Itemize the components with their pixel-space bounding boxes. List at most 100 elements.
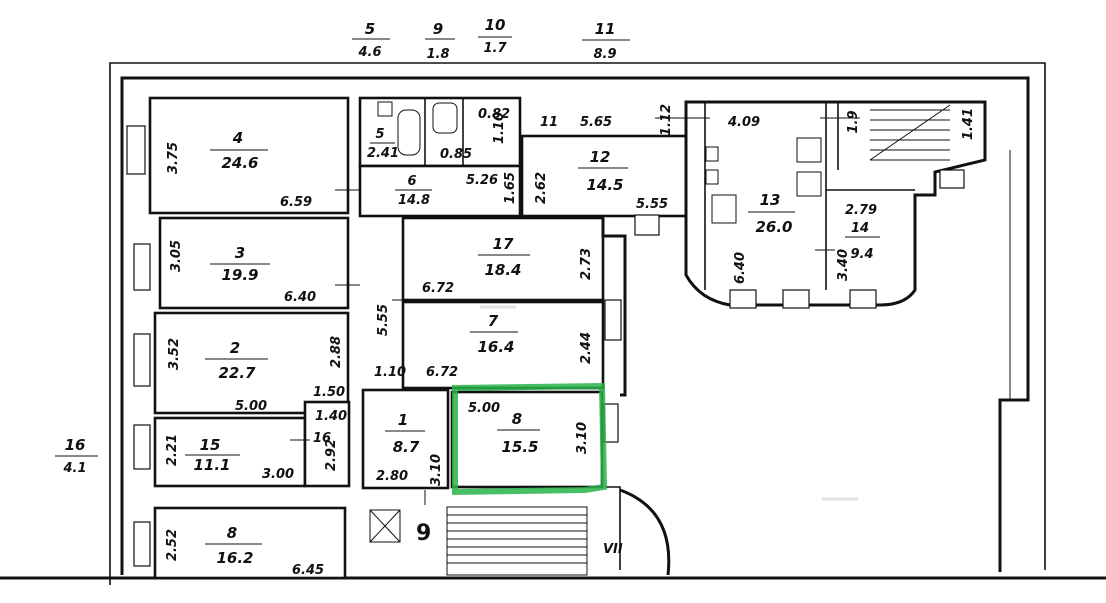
room-12 — [520, 134, 688, 218]
room-15-area: 11.1 — [193, 456, 230, 474]
dim-6-40-b: 6.40 — [733, 252, 748, 284]
watermark: — — — [478, 282, 860, 520]
room-2-area: 22.7 — [218, 364, 256, 382]
room-13-area: 26.0 — [755, 218, 792, 236]
svg-text:—: — — [820, 474, 860, 520]
dim-3-75: 3.75 — [166, 142, 181, 174]
room-7 — [401, 300, 605, 390]
top-label-area-9: 1.8 — [426, 47, 449, 62]
dim-1-9: 1.9 — [846, 110, 861, 133]
dim-2-88: 2.88 — [329, 336, 344, 368]
stair-label-9: 9 — [416, 521, 431, 546]
dim-3-40: 3.40 — [836, 249, 851, 281]
dim-5-55: 5.55 — [376, 304, 391, 336]
dim-5-00-b: 5.00 — [468, 401, 500, 416]
dim-1-40: 1.40 — [315, 409, 347, 424]
room-17-area: 18.4 — [484, 261, 521, 279]
dim-3-52: 3.52 — [167, 338, 182, 370]
stair-label-vii: VII — [603, 542, 623, 557]
dim-0-82: 0.82 — [478, 107, 510, 122]
room-labels: 4 24.6 3 19.9 2 22.7 15 11.1 8 16.2 5 2.… — [185, 127, 880, 567]
dim-2-21: 2.21 — [165, 434, 180, 466]
side-label-num: 16 — [65, 436, 86, 454]
top-label-num-10: 10 — [485, 16, 506, 34]
dim-6-45: 6.45 — [292, 563, 324, 578]
dim-1-10: 1.10 — [374, 365, 406, 380]
dim-2-62: 2.62 — [534, 172, 549, 204]
room-8-area: 15.5 — [501, 438, 538, 456]
room-3-area: 19.9 — [221, 266, 258, 284]
room-8-lower-num: 8 — [227, 524, 237, 542]
room-4-num: 4 — [232, 129, 243, 147]
dim-6-40-a: 6.40 — [284, 290, 316, 305]
dim-1-10-b: 1.10 — [492, 112, 507, 144]
stair-right — [869, 104, 951, 161]
dim-2-44: 2.44 — [579, 332, 594, 364]
side-label: 16 4.1 — [55, 436, 98, 476]
top-label-num-5: 5 — [365, 20, 375, 38]
room-4-area: 24.6 — [221, 154, 258, 172]
right-wing — [684, 100, 987, 309]
top-label-area-5: 4.6 — [357, 45, 381, 60]
room-8-lower — [153, 506, 347, 580]
room-12-area: 14.5 — [586, 176, 623, 194]
dim-6-72-b: 6.72 — [426, 365, 458, 380]
dim-5-55-b: 5.55 — [636, 197, 668, 212]
room-8-lower-area: 16.2 — [216, 549, 253, 567]
dim-0-85: 0.85 — [440, 147, 472, 162]
room-2-num: 2 — [230, 339, 240, 357]
room-8-num: 8 — [512, 410, 522, 428]
dim-4-09: 4.09 — [727, 115, 760, 130]
dim-5-26: 5.26 — [466, 173, 498, 188]
dimension-labels: 3.75 6.59 3.05 6.40 3.52 2.88 5.00 1.50 … — [165, 104, 976, 578]
dim-1-41: 1.41 — [961, 108, 976, 140]
dim-1-12: 1.12 — [659, 104, 674, 136]
left-windows — [126, 125, 151, 567]
room-17-num: 17 — [493, 235, 514, 253]
room-6-area: 14.8 — [398, 193, 430, 208]
room-14-area: 9.4 — [850, 247, 873, 262]
room-14-num: 14 — [851, 221, 869, 236]
dim-2-79: 2.79 — [845, 203, 877, 218]
dim-11: 11 — [540, 115, 558, 130]
top-label-num-9: 9 — [433, 20, 443, 38]
room-13-num: 13 — [760, 191, 781, 209]
room-7-num: 7 — [488, 312, 499, 330]
room-17 — [401, 216, 605, 302]
dim-3-10-a: 3.10 — [575, 422, 590, 454]
room-1 — [361, 388, 450, 490]
room-1-area: 8.7 — [393, 438, 420, 456]
room-6 — [358, 164, 522, 218]
dim-6-72-a: 6.72 — [422, 281, 454, 296]
dim-2-92: 2.92 — [324, 439, 339, 471]
top-label-num-11: 11 — [595, 20, 616, 38]
room-16-closet — [303, 400, 351, 488]
room-5-num: 5 — [375, 127, 384, 142]
room-4 — [148, 96, 350, 215]
room-8-highlight — [452, 382, 608, 496]
room-6-num: 6 — [407, 174, 416, 189]
dim-2-52: 2.52 — [165, 529, 180, 561]
dim-2-73: 2.73 — [579, 248, 594, 280]
room-2 — [153, 311, 350, 415]
dim-1-65: 1.65 — [503, 172, 518, 204]
room-8 — [450, 390, 604, 489]
top-labels: 5 4.6 9 1.8 10 1.7 11 8.9 — [352, 16, 630, 62]
room-3-num: 3 — [235, 244, 245, 262]
dim-5-00-a: 5.00 — [235, 399, 267, 414]
room-15 — [153, 416, 307, 488]
room-3 — [158, 216, 350, 310]
dim-16: 16 — [313, 431, 331, 446]
dim-5-65: 5.65 — [580, 115, 612, 130]
central-stair — [369, 506, 588, 576]
top-label-area-11: 8.9 — [593, 47, 616, 62]
courtyard-walls — [601, 214, 671, 576]
room-5-area: 2.41 — [367, 146, 399, 161]
dimension-ticks — [290, 117, 860, 505]
dim-1-50: 1.50 — [313, 385, 345, 400]
room-1-num: 1 — [398, 411, 408, 429]
room-12-num: 12 — [590, 148, 611, 166]
dim-3-10-b: 3.10 — [429, 454, 444, 486]
side-label-area: 4.1 — [62, 461, 86, 476]
